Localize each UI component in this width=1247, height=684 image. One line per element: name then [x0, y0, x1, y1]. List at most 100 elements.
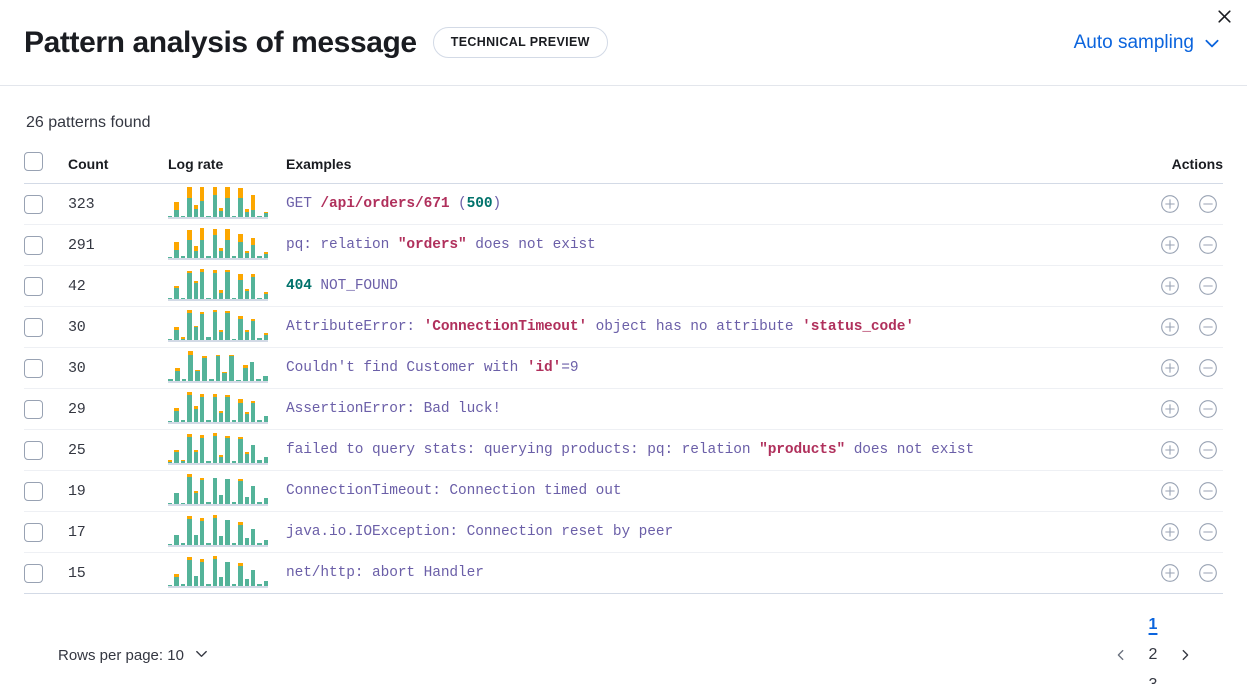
plus-in-circle-icon[interactable]: [1159, 193, 1181, 215]
sparkline-bar-segment-secondary: [199, 394, 205, 397]
sparkline-bar-segment-primary: [208, 378, 214, 381]
column-header-log-rate[interactable]: Log rate: [168, 152, 286, 184]
sparkline-bar-segment-secondary: [219, 248, 224, 252]
sparkline-bar-segment-primary: [174, 577, 179, 586]
pagination-page-2[interactable]: 2: [1139, 640, 1167, 670]
sparkline-bar-segment-secondary: [212, 228, 217, 236]
row-checkbox[interactable]: [24, 235, 43, 255]
column-header-examples[interactable]: Examples: [286, 152, 1103, 184]
minus-in-circle-icon[interactable]: [1197, 193, 1219, 215]
row-checkbox[interactable]: [24, 563, 43, 583]
sparkline-bar: [168, 338, 173, 340]
minus-in-circle-icon[interactable]: [1197, 316, 1219, 338]
sparkline-bar: [256, 379, 262, 381]
sparkline-bar: [244, 208, 249, 217]
sparkline-bar-segment-primary: [231, 256, 237, 258]
sparkline-bar-segment-primary: [206, 337, 211, 340]
count-cell: 25: [68, 429, 168, 471]
row-checkbox[interactable]: [24, 194, 43, 214]
plus-in-circle-icon[interactable]: [1159, 275, 1181, 297]
example-text: java.io.IOException: Connection reset by…: [286, 524, 1103, 540]
plus-in-circle-icon[interactable]: [1159, 562, 1181, 584]
minus-in-circle-icon[interactable]: [1197, 275, 1219, 297]
sparkline-bar-segment-secondary: [212, 394, 217, 397]
sparkline-bar-segment-primary: [219, 412, 224, 422]
sparkline-bar-segment-primary: [193, 327, 198, 340]
sparkline-bar-segment-secondary: [212, 556, 217, 560]
auto-sampling-button[interactable]: Auto sampling: [1072, 28, 1223, 58]
sparkline-bar: [180, 420, 186, 422]
close-icon[interactable]: [1211, 3, 1237, 29]
table-footer: Rows per page: 10 123: [24, 594, 1223, 684]
row-checkbox[interactable]: [24, 317, 43, 337]
sparkline-bar-segment-primary: [219, 494, 224, 504]
count-value: 42: [68, 278, 86, 295]
minus-in-circle-icon[interactable]: [1197, 439, 1219, 461]
log-rate-sparkline: [168, 310, 268, 342]
example-text: GET /api/orders/671 (500): [286, 196, 1103, 212]
minus-in-circle-icon[interactable]: [1197, 398, 1219, 420]
minus-in-circle-icon[interactable]: [1197, 480, 1219, 502]
plus-in-circle-icon[interactable]: [1159, 439, 1181, 461]
column-header-count[interactable]: Count: [68, 152, 168, 184]
example-cell: Couldn't find Customer with 'id'=9: [286, 347, 1103, 389]
minus-in-circle-icon[interactable]: [1197, 562, 1219, 584]
row-checkbox[interactable]: [24, 481, 43, 501]
row-actions: [1103, 521, 1223, 543]
pagination-prev-button[interactable]: [1107, 640, 1135, 670]
minus-in-circle-icon[interactable]: [1197, 234, 1219, 256]
sparkline-bar-segment-primary: [180, 256, 186, 258]
sparkline-bar-segment-primary: [263, 376, 268, 381]
sparkline-bar-segment-primary: [231, 542, 237, 545]
row-checkbox[interactable]: [24, 399, 43, 419]
row-checkbox[interactable]: [24, 276, 43, 296]
pagination-page-1[interactable]: 1: [1139, 610, 1167, 640]
plus-in-circle-icon[interactable]: [1159, 521, 1181, 543]
plus-in-circle-icon[interactable]: [1159, 398, 1181, 420]
sparkline-bar: [219, 329, 224, 340]
example-text: Couldn't find Customer with 'id'=9: [286, 360, 1103, 376]
sparkline-bar: [263, 251, 268, 258]
rows-per-page-button[interactable]: Rows per page: 10: [48, 642, 219, 669]
minus-in-circle-icon[interactable]: [1197, 521, 1219, 543]
sparkline-bar-segment-primary: [193, 209, 198, 217]
log-rate-cell: [168, 470, 286, 512]
sparkline-bar-segment-primary: [180, 461, 186, 463]
sparkline-bar-segment-secondary: [199, 477, 205, 480]
actions-cell: [1103, 388, 1223, 430]
chevron-down-icon: [1203, 34, 1221, 52]
row-checkbox[interactable]: [24, 358, 43, 378]
plus-in-circle-icon[interactable]: [1159, 357, 1181, 379]
sparkline-bar-segment-primary: [180, 583, 186, 586]
sparkline-bar-segment-secondary: [193, 245, 198, 251]
row-actions: [1103, 275, 1223, 297]
sparkline-bar-segment-primary: [174, 288, 179, 299]
sparkline-bar-segment-primary: [212, 435, 217, 463]
sparkline-bar-segment-secondary: [199, 435, 205, 438]
count-value: 291: [68, 237, 95, 254]
sparkline-bar-segment-primary: [263, 213, 268, 217]
row-checkbox[interactable]: [24, 522, 43, 542]
sparkline-bar: [250, 528, 256, 545]
select-all-checkbox[interactable]: [24, 152, 43, 171]
plus-in-circle-icon[interactable]: [1159, 480, 1181, 502]
pagination-next-button[interactable]: [1171, 640, 1199, 670]
row-checkbox[interactable]: [24, 440, 43, 460]
plus-in-circle-icon[interactable]: [1159, 316, 1181, 338]
sparkline-bar-segment-primary: [231, 461, 237, 463]
plus-in-circle-icon[interactable]: [1159, 234, 1181, 256]
minus-in-circle-icon[interactable]: [1197, 357, 1219, 379]
pagination-page-3[interactable]: 3: [1139, 670, 1167, 684]
example-token-plain: java.io.IOException: Connection reset by…: [286, 524, 674, 540]
sparkline-bar: [174, 326, 179, 340]
